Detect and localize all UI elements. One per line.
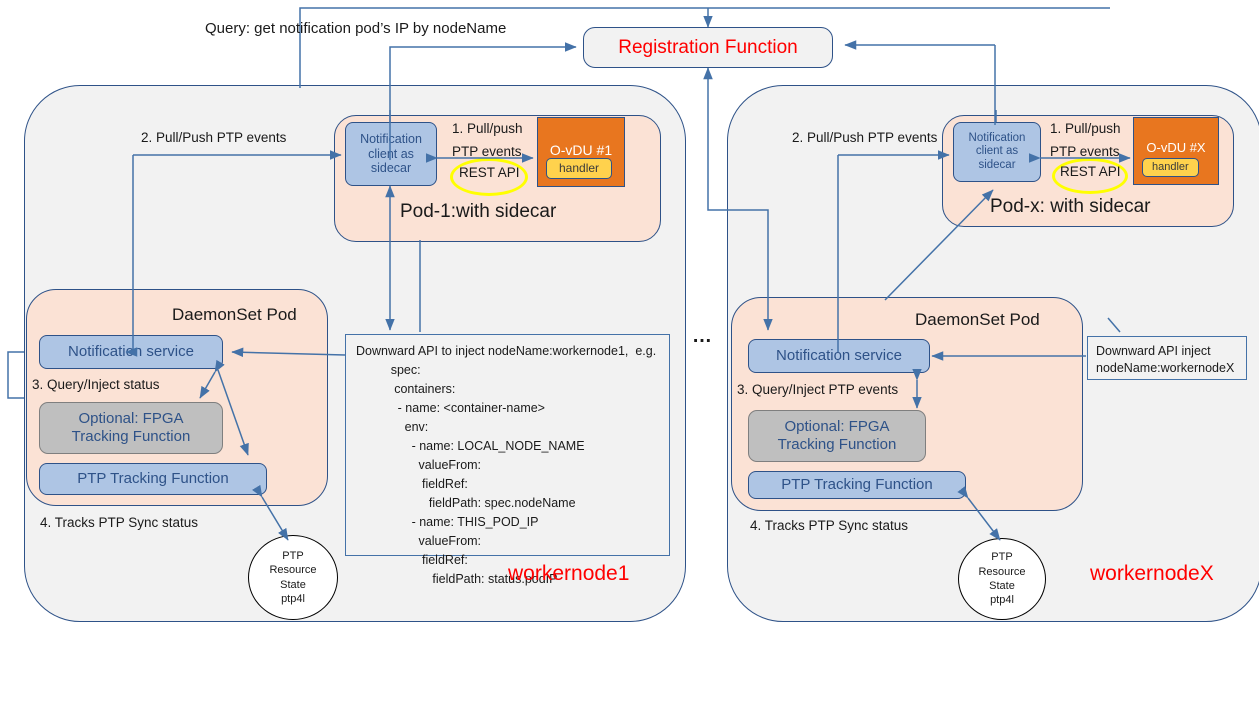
right-pod-title: Pod-x: with sidecar <box>990 196 1151 217</box>
right-step1-line2: PTP events <box>1050 144 1120 159</box>
left-workernode-label: workernode1 <box>508 562 630 585</box>
left-sidecar-line2: client as <box>368 146 414 161</box>
left-downward-api-yaml-box: Downward API to inject nodeName:workerno… <box>345 334 670 586</box>
left-step4-label: 4. Tracks PTP Sync status <box>40 515 199 530</box>
right-step2-label: 2. Pull/Push PTP events <box>792 130 938 145</box>
right-workernode-label: workernodeX <box>1090 562 1214 585</box>
right-fpga-line1: Optional: FPGA <box>784 418 890 435</box>
left-ptp-circle-line1: PTP <box>282 549 304 562</box>
left-notification-client-sidecar[interactable]: Notification client as sidecar <box>345 122 437 186</box>
right-ptp-circle-line2: Resource <box>978 565 1026 578</box>
right-notification-service[interactable]: Notification service <box>748 339 930 373</box>
right-daemonset-title: DaemonSet Pod <box>915 310 1040 329</box>
right-step4-label: 4. Tracks PTP Sync status <box>750 518 909 533</box>
left-fpga-line2: Tracking Function <box>71 428 191 445</box>
right-step3-label: 3. Query/Inject PTP events <box>737 382 899 397</box>
right-notification-client-sidecar[interactable]: Notification client as sidecar <box>953 122 1041 182</box>
left-handler-chip[interactable]: handler <box>546 158 613 179</box>
left-daemonset-title: DaemonSet Pod <box>172 305 297 324</box>
right-downward-api-box: Downward API inject nodeName:workernodeX <box>1087 336 1247 380</box>
right-ptp-circle-line3: State <box>989 580 1015 592</box>
left-sidecar-line1: Notification <box>360 132 422 147</box>
query-caption: Query: get notification pod’s IP by node… <box>205 20 507 37</box>
left-ptp-circle-line2: Resource <box>269 564 317 577</box>
left-ptp-circle-line3: State <box>280 578 306 591</box>
left-optional-fpga-tracking-function[interactable]: Optional: FPGA Tracking Function <box>39 402 223 454</box>
left-ptp-circle-line4: ptp4l <box>281 592 305 605</box>
left-ovdu-box[interactable]: O-vDU #1 handler <box>537 117 625 187</box>
right-step1-line1: 1. Pull/push <box>1050 121 1121 136</box>
right-rest-api-label: REST API <box>1060 164 1121 179</box>
right-sidecar-line1: Notification <box>968 132 1026 145</box>
left-ptp-resource-state-circle: PTP Resource State ptp4l <box>248 535 338 620</box>
left-step3-label: 3. Query/Inject status <box>32 377 160 392</box>
left-fpga-line1: Optional: FPGA <box>78 410 184 427</box>
left-rest-api-label: REST API <box>459 165 520 180</box>
left-pod-title: Pod-1:with sidecar <box>400 201 557 222</box>
left-notification-service[interactable]: Notification service <box>39 335 223 369</box>
right-ptp-resource-state-circle: PTP Resource State ptp4l <box>958 538 1046 620</box>
right-optional-fpga-tracking-function[interactable]: Optional: FPGA Tracking Function <box>748 410 926 462</box>
nodes-ellipsis: … <box>692 325 713 347</box>
left-step2-label: 2. Pull/Push PTP events <box>141 130 287 145</box>
left-sidecar-line3: sidecar <box>370 161 412 176</box>
left-step1-line2: PTP events <box>452 144 522 159</box>
right-sidecar-line2: client as <box>975 145 1019 158</box>
right-handler-chip[interactable]: handler <box>1142 158 1199 177</box>
right-fpga-line2: Tracking Function <box>777 436 897 453</box>
right-ovdu-label: O-vDU #X <box>1146 140 1206 155</box>
left-ptp-tracking-function[interactable]: PTP Tracking Function <box>39 463 267 495</box>
right-ovdu-box[interactable]: O-vDU #X handler <box>1133 117 1219 185</box>
left-step1-line1: 1. Pull/push <box>452 121 523 136</box>
registration-function-box[interactable]: Registration Function <box>583 27 833 68</box>
left-ovdu-label: O-vDU #1 <box>549 142 613 158</box>
right-ptp-circle-line4: ptp4l <box>990 594 1014 607</box>
right-sidecar-line3: sidecar <box>978 158 1016 171</box>
right-ptp-tracking-function[interactable]: PTP Tracking Function <box>748 471 966 499</box>
right-ptp-circle-line1: PTP <box>991 551 1013 564</box>
